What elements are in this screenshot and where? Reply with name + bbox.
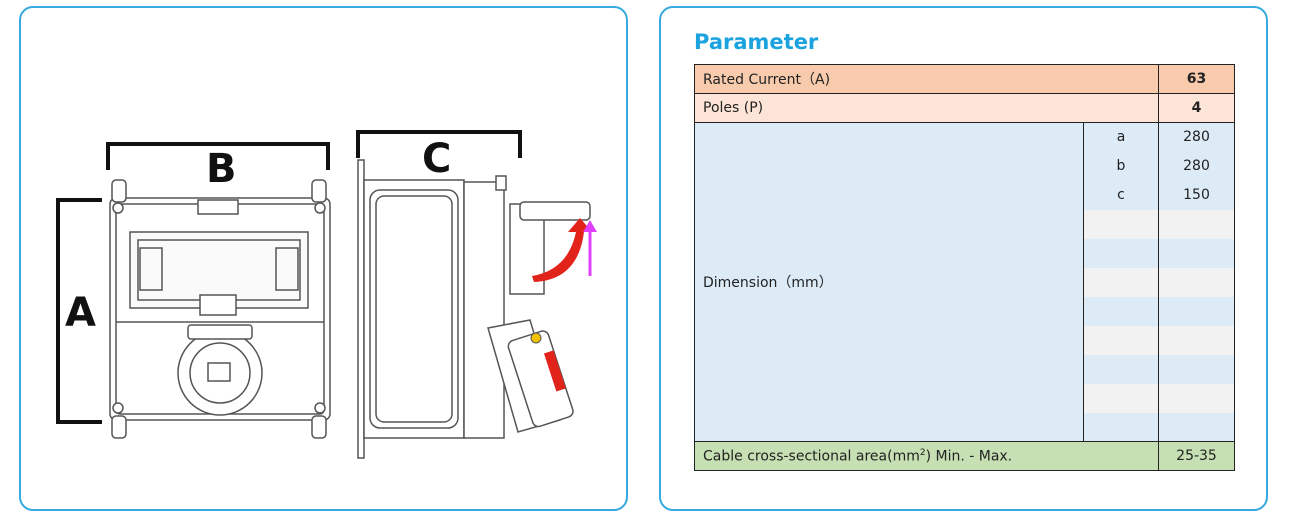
socket-yellow-cap <box>530 332 542 344</box>
lever-arrow-red <box>532 218 592 282</box>
table-row <box>695 267 1235 297</box>
dimension-value-a: 280 <box>1158 122 1235 152</box>
cable-area-value: 25-35 <box>1158 441 1235 471</box>
table-row: Poles (P) 4 <box>694 93 1235 123</box>
poles-label: Poles (P) <box>694 93 1159 123</box>
table-row: Dimension（mm） a 280 <box>694 122 1235 442</box>
dimension-b-label: B <box>206 146 237 192</box>
cable-area-label: Cable cross-sectional area(mm2) Min. - M… <box>694 441 1159 471</box>
poles-value: 4 <box>1158 93 1235 123</box>
rated-current-value: 63 <box>1158 64 1235 94</box>
dimension-a-bracket <box>56 198 102 424</box>
rated-current-label: Rated Current（A) <box>694 64 1159 94</box>
dimension-label: Dimension（mm） <box>694 122 1084 442</box>
parameter-title: Parameter <box>694 30 819 54</box>
technical-drawing: A B C <box>56 130 597 459</box>
dimension-sub-b: b <box>1083 151 1159 181</box>
dimension-value-c: 150 <box>1158 180 1235 210</box>
socket-red-part <box>543 350 566 392</box>
lever-arrow-magenta <box>583 220 597 276</box>
side-view-enclosure <box>357 159 591 459</box>
dimension-c-label: C <box>422 136 451 182</box>
table-row: b 280 <box>695 151 1235 181</box>
table-row <box>695 238 1235 268</box>
parameter-table: Rated Current（A) 63 Poles (P) 4 Dimensio… <box>694 64 1235 471</box>
table-row: Cable cross-sectional area(mm2) Min. - M… <box>694 441 1235 471</box>
table-row <box>695 354 1235 384</box>
dimension-sub-c: c <box>1083 180 1159 210</box>
front-view-enclosure <box>109 179 331 439</box>
table-row: Rated Current（A) 63 <box>694 64 1235 94</box>
dimension-sub-a: a <box>1083 122 1159 152</box>
table-row <box>695 296 1235 326</box>
dimension-value-b: 280 <box>1158 151 1235 181</box>
dimension-c-bracket <box>356 130 522 158</box>
table-row: c 150 <box>695 180 1235 210</box>
dimension-b-bracket <box>106 142 330 170</box>
table-row <box>695 325 1235 355</box>
table-row <box>695 383 1235 413</box>
dimension-a-label: A <box>65 290 96 336</box>
table-row <box>695 412 1235 442</box>
table-row <box>695 209 1235 239</box>
